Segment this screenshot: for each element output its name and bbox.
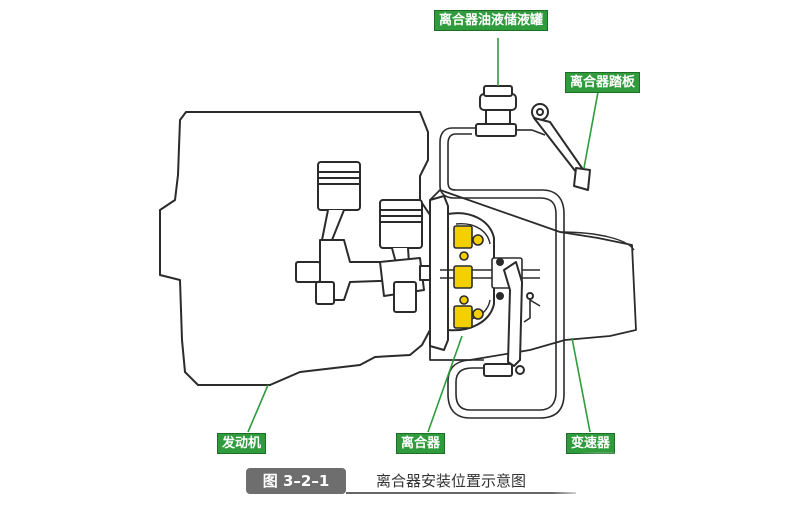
engine-block	[159, 111, 431, 386]
clutch-pedal	[531, 103, 591, 191]
label-reservoir: 离合器油液储液罐	[434, 10, 549, 31]
clutch-disc-top	[453, 225, 473, 249]
leader-transmission	[571, 337, 591, 433]
caption-underline	[346, 492, 576, 494]
figure-caption: 离合器安装位置示意图	[376, 472, 527, 490]
master-cylinder	[475, 123, 517, 137]
release-fork	[503, 261, 523, 367]
hydraulic-line	[439, 127, 557, 411]
leader-pedal	[583, 91, 599, 169]
crankshaft	[295, 239, 443, 313]
clutch-disc-mid	[453, 265, 473, 289]
slave-cylinder	[483, 363, 513, 377]
reservoir	[479, 38, 517, 125]
figure-number: 图 3–2–1	[246, 468, 346, 494]
piston-left	[317, 161, 361, 241]
label-pedal: 离合器踏板	[565, 72, 641, 93]
leader-engine	[247, 384, 269, 433]
label-transmission: 变速器	[566, 433, 616, 454]
label-clutch: 离合器	[396, 433, 446, 454]
flywheel	[429, 195, 449, 351]
label-engine: 发动机	[217, 433, 267, 454]
leader-clutch	[427, 335, 463, 433]
clutch-disc-bottom	[453, 305, 473, 329]
glare-overlay	[548, 452, 658, 506]
transmission-tail	[559, 231, 635, 251]
